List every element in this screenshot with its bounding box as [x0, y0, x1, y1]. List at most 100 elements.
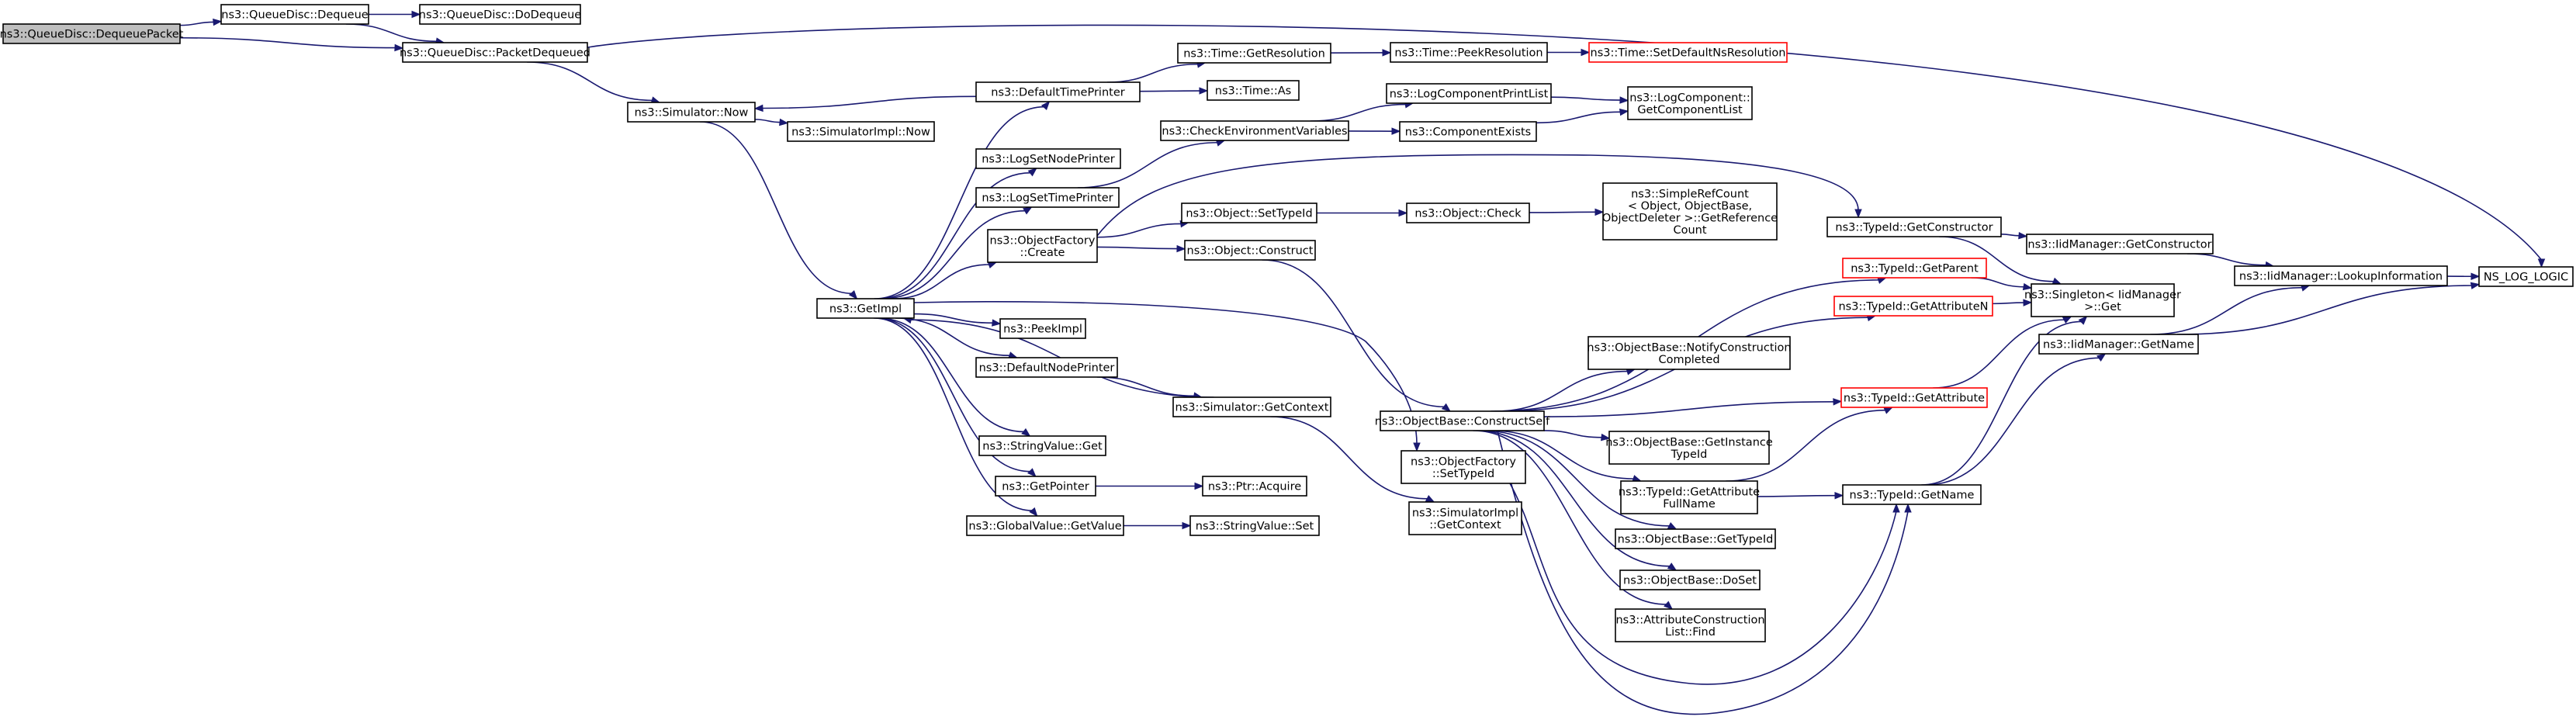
node-label: ns3::StringValue::Get [982, 441, 1103, 453]
node-label: List::Find [1665, 626, 1716, 639]
edge-line [1726, 409, 1886, 482]
edge-get_impl-to-global_value_get_value [873, 317, 1038, 518]
node-box [816, 298, 915, 319]
node-component-exists[interactable]: ns3::ComponentExists [1399, 121, 1537, 142]
node-get-pointer[interactable]: ns3::GetPointer [995, 476, 1096, 497]
node-label: ns3::SimulatorImpl [1412, 507, 1518, 519]
node-singleton-iidmanager-get[interactable]: ns3::Singleton< IidManager >::Get [2024, 283, 2181, 317]
edge-line [761, 95, 977, 109]
node-simulator-now[interactable]: ns3::Simulator::Now [627, 102, 756, 123]
node-simulatorimpl-get-context[interactable]: ns3::SimulatorImpl::GetContext [1408, 501, 1522, 535]
node-typeid-get-attribute[interactable]: ns3::TypeId::GetAttribute [1840, 387, 1988, 408]
arrow-head [1182, 521, 1192, 530]
node-box [1627, 86, 1753, 120]
node-object-base-get-type-id[interactable]: ns3::ObjectBase::GetTypeId [1615, 528, 1776, 549]
node-box [975, 148, 1121, 169]
node-label: ns3::QueueDisc::Dequeue [221, 9, 368, 22]
node-iidmanager-lookup-information[interactable]: ns3::IidManager::LookupInformation [2234, 265, 2448, 286]
arrow-head [1594, 208, 1605, 216]
edge-default_time_printer-to-time_get_resolution [1106, 61, 1207, 83]
node-log-set-node-printer[interactable]: ns3::LogSetNodePrinter [975, 148, 1121, 169]
node-time-set-default-ns-resolution[interactable]: ns3::Time::SetDefaultNsResolution [1588, 42, 1788, 63]
node-get-impl[interactable]: ns3::GetImpl [816, 298, 915, 319]
node-object-check[interactable]: ns3::Object::Check [1406, 203, 1530, 223]
node-label: ns3::LogSetTimePrinter [982, 192, 1113, 205]
node-simulatorimpl-now[interactable]: ns3::SimulatorImpl::Now [787, 121, 935, 142]
node-object-set-type-id[interactable]: ns3::Object::SetTypeId [1181, 203, 1317, 223]
node-simple-ref-count-get-reference-count[interactable]: ns3::SimpleRefCount< Object, ObjectBase,… [1602, 182, 1778, 241]
edge-line [1925, 357, 2100, 486]
node-dequeue[interactable]: ns3::QueueDisc::Dequeue [220, 4, 369, 25]
node-do-dequeue[interactable]: ns3::QueueDisc::DoDequeue [419, 4, 581, 25]
edge-line [587, 24, 2543, 261]
node-packet-dequeued[interactable]: ns3::QueueDisc::PacketDequeued [400, 42, 590, 63]
node-box [1826, 216, 2002, 237]
node-log-component-print-list[interactable]: ns3::LogComponentPrintList [1386, 83, 1552, 104]
node-object-factory-create[interactable]: ns3::ObjectFactory::Create [987, 229, 1098, 263]
arrow-head [411, 10, 421, 19]
node-default-time-printer[interactable]: ns3::DefaultTimePrinter [975, 81, 1141, 102]
node-label: ns3::ObjectBase::GetInstance [1605, 436, 1773, 448]
edge-object_factory_create-to-typeid_get_constructor [1096, 154, 1862, 237]
node-string-value-get[interactable]: ns3::StringValue::Get [978, 435, 1106, 456]
node-check-env-vars[interactable]: ns3::CheckEnvironmentVariables [1160, 120, 1349, 141]
node-box [1181, 203, 1317, 223]
node-object-construct[interactable]: ns3::Object::Construct [1184, 240, 1316, 261]
node-log-set-time-printer[interactable]: ns3::LogSetTimePrinter [975, 187, 1120, 208]
node-simulator-get-context[interactable]: ns3::Simulator::GetContext [1172, 396, 1331, 417]
node-iidmanager-get-constructor[interactable]: ns3::IidManager::GetConstructor [2026, 234, 2214, 254]
edge-line [179, 36, 396, 49]
node-box [1202, 476, 1307, 497]
node-time-peek-resolution[interactable]: ns3::Time::PeekResolution [1390, 42, 1548, 63]
node-ns-log-logic[interactable]: NS_LOG_LOGIC [2478, 266, 2574, 287]
edge-line [1757, 494, 1837, 497]
node-label: Completed [1658, 354, 1719, 366]
arrow-head [848, 290, 858, 300]
node-default-node-printer[interactable]: ns3::DefaultNodePrinter [975, 357, 1118, 378]
node-string-value-set[interactable]: ns3::StringValue::Set [1189, 515, 1320, 536]
node-peek-impl[interactable]: ns3::PeekImpl [999, 318, 1086, 339]
node-label: ns3::IidManager::GetName [2043, 339, 2194, 351]
edge-line [873, 317, 1033, 511]
edge-line [1096, 223, 1182, 238]
node-ptr-acquire[interactable]: ns3::Ptr::Acquire [1202, 476, 1307, 497]
edge-check_env_vars-to-component_exists [1348, 127, 1401, 135]
node-object-factory-set-type-id[interactable]: ns3::ObjectFactory::SetTypeId [1401, 450, 1526, 484]
edge-line [1106, 63, 1199, 83]
node-box [419, 4, 581, 25]
edge-line [1509, 483, 1897, 685]
node-dequeue-packet[interactable]: ns3::QueueDisc::DequeuePacket [0, 23, 184, 44]
arrow-head [1441, 403, 1452, 412]
node-label: ns3::ComponentExists [1405, 126, 1532, 139]
node-time-as[interactable]: ns3::Time::As [1207, 80, 1300, 101]
arrow-head [1601, 433, 1611, 441]
arrow-head [394, 43, 404, 52]
edge-line [527, 61, 653, 102]
node-box [2478, 266, 2574, 287]
node-box [1401, 450, 1526, 484]
node-object-base-do-set[interactable]: ns3::ObjectBase::DoSet [1619, 569, 1761, 590]
node-object-base-construct-self[interactable]: ns3::ObjectBase::ConstructSelf [1375, 410, 1550, 431]
edge-get_impl-to-string_value_get [878, 317, 1031, 437]
edge-line [1939, 236, 2055, 282]
edge-typeid_get_constructor-to-iidmanager_get_constructor [2000, 231, 2028, 240]
node-label: ns3::Simulator::GetContext [1175, 402, 1329, 414]
node-box [1177, 43, 1331, 64]
node-label: ns3::DefaultNodePrinter [979, 362, 1115, 375]
node-typeid-get-parent[interactable]: ns3::TypeId::GetParent [1842, 258, 1987, 279]
arrow-head [1834, 491, 1844, 500]
node-typeid-get-attribute-n[interactable]: ns3::TypeId::GetAttributeN [1833, 296, 1993, 317]
arrow-head [1027, 468, 1037, 477]
node-global-value-get-value[interactable]: ns3::GlobalValue::GetValue [966, 515, 1124, 536]
edge-time_peek_resolution-to-time_set_default_ns_resolution [1547, 48, 1591, 57]
node-typeid-get-name[interactable]: ns3::TypeId::GetName [1842, 484, 1982, 505]
node-typeid-get-constructor[interactable]: ns3::TypeId::GetConstructor [1826, 216, 2002, 237]
node-log-component-get-component-list[interactable]: ns3::LogComponent::GetComponentList [1627, 86, 1753, 120]
node-object-base-notify-construction-completed[interactable]: ns3::ObjectBase::NotifyConstructionCompl… [1587, 336, 1792, 370]
node-time-get-resolution[interactable]: ns3::Time::GetResolution [1177, 43, 1331, 64]
arrow-head [1029, 507, 1038, 518]
node-iidmanager-get-name[interactable]: ns3::IidManager::GetName [2038, 334, 2199, 355]
